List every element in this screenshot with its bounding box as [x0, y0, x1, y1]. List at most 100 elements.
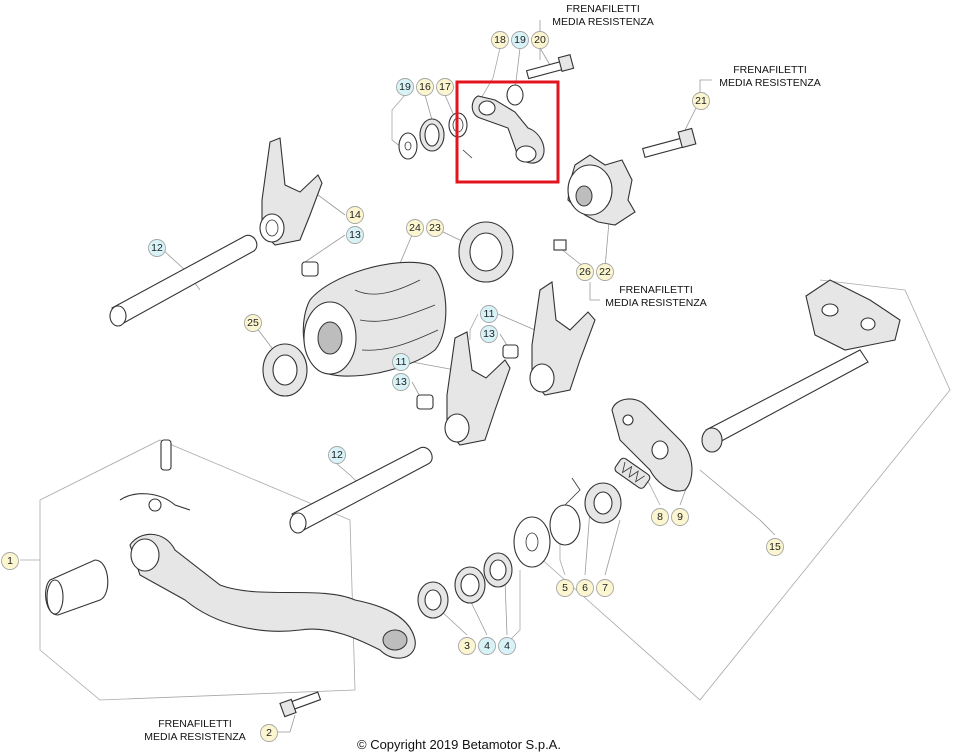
part-seal-3: [417, 581, 449, 619]
part-shaft-12b: [289, 446, 433, 534]
note-line-1: FRENAFILETTI: [619, 284, 693, 296]
callout-circle: [346, 226, 364, 244]
note-line-1: FRENAFILETTI: [733, 64, 807, 76]
callout-7: 7: [596, 579, 614, 597]
callout-circle: [692, 92, 710, 110]
part-seal-23: [458, 221, 514, 283]
callout-number: 11: [484, 308, 495, 320]
callout-circle: [531, 31, 549, 49]
callout-17: 17: [436, 78, 454, 96]
callout-circle: [392, 353, 410, 371]
note-line-2: MEDIA RESISTENZA: [719, 77, 821, 89]
callout-8: 8: [651, 508, 669, 526]
callout-3: 3: [458, 637, 476, 655]
callout-circle: [511, 31, 529, 49]
callout-24: 24: [406, 219, 424, 237]
part-bolt-2: [279, 691, 322, 718]
callout-number: 13: [483, 328, 495, 340]
note-line-1: FRENAFILETTI: [158, 718, 232, 730]
callout-circle: [148, 239, 166, 257]
callout-number: 18: [494, 34, 506, 46]
callout-21: 21: [692, 92, 710, 110]
callout-11: 11: [480, 305, 498, 323]
part-seal-25: [262, 343, 308, 397]
callout-number: 13: [395, 376, 407, 388]
callout-number: 8: [657, 511, 663, 523]
callout-2: 2: [260, 724, 278, 742]
part-washer-19: [398, 132, 418, 160]
callout-19: 19: [396, 78, 414, 96]
callout-circle: [596, 579, 614, 597]
callout-25: 25: [244, 314, 262, 332]
part-bushing-4b: [483, 552, 513, 588]
callout-number: 19: [399, 81, 411, 93]
callout-circle: [392, 373, 410, 391]
copyright-text: © Copyright 2019 Betamotor S.p.A.: [357, 737, 561, 752]
note-line-2: MEDIA RESISTENZA: [144, 731, 246, 743]
callout-number: 21: [695, 95, 707, 107]
part-shaft-12a: [109, 234, 258, 327]
callout-circle: [480, 305, 498, 323]
note-frenafiletti-mid: FRENAFILETTI MEDIA RESISTENZA: [605, 284, 707, 309]
callout-26: 26: [576, 263, 594, 281]
callout-circle: [260, 724, 278, 742]
callout-23: 23: [426, 219, 444, 237]
callout-number: 19: [514, 34, 526, 46]
callout-circle: [458, 637, 476, 655]
part-roller-13c: [416, 394, 434, 410]
part-pedal-1: [45, 439, 416, 659]
callout-circle: [1, 552, 19, 570]
callout-circle: [436, 78, 454, 96]
part-fork-11b: [444, 331, 511, 446]
callout-number: 14: [349, 209, 361, 221]
callout-circle: [498, 637, 516, 655]
callout-18: 18: [491, 31, 509, 49]
callout-number: 4: [484, 640, 490, 652]
callout-12: 12: [328, 446, 346, 464]
note-line-2: MEDIA RESISTENZA: [605, 297, 707, 309]
callout-13: 13: [392, 373, 410, 391]
part-lever-18: [471, 84, 545, 164]
note-line-1: FRENAFILETTI: [566, 3, 640, 15]
callout-number: 17: [439, 81, 451, 93]
callout-number: 15: [769, 541, 781, 553]
callout-circle: [576, 263, 594, 281]
callout-circle: [651, 508, 669, 526]
callout-circle: [478, 637, 496, 655]
callout-number: 2: [266, 727, 272, 739]
part-fork-14: [259, 137, 323, 246]
callout-number: 3: [464, 640, 470, 652]
callout-number: 12: [151, 242, 163, 254]
callout-13: 13: [480, 325, 498, 343]
callout-4: 4: [478, 637, 496, 655]
callout-circle: [396, 78, 414, 96]
callout-number: 26: [579, 266, 591, 278]
callout-5: 5: [556, 579, 574, 597]
callout-circle: [480, 325, 498, 343]
callout-number: 4: [504, 640, 510, 652]
callout-number: 11: [396, 356, 407, 368]
highlight-box: [455, 80, 560, 184]
callout-number: 24: [409, 222, 421, 234]
part-ring-17: [448, 112, 473, 159]
part-bolt-20: [525, 54, 575, 80]
callout-circle: [328, 446, 346, 464]
note-line-2: MEDIA RESISTENZA: [552, 16, 654, 28]
callout-circle: [426, 219, 444, 237]
callout-number: 1: [7, 555, 13, 567]
part-drum-24: [302, 261, 447, 377]
callout-12: 12: [148, 239, 166, 257]
callout-circle: [556, 579, 574, 597]
part-bolt-21: [642, 127, 697, 158]
part-pin-26: [553, 239, 567, 251]
part-roller-13a: [301, 261, 319, 277]
callout-number: 23: [429, 222, 441, 234]
part-shift-shaft-15: [611, 279, 901, 492]
callout-9: 9: [671, 508, 689, 526]
note-frenafiletti-top: FRENAFILETTI MEDIA RESISTENZA: [552, 3, 654, 28]
part-spring-16: [419, 118, 445, 152]
callout-circle: [671, 508, 689, 526]
callout-20: 20: [531, 31, 549, 49]
part-bushing-4a: [454, 566, 486, 604]
